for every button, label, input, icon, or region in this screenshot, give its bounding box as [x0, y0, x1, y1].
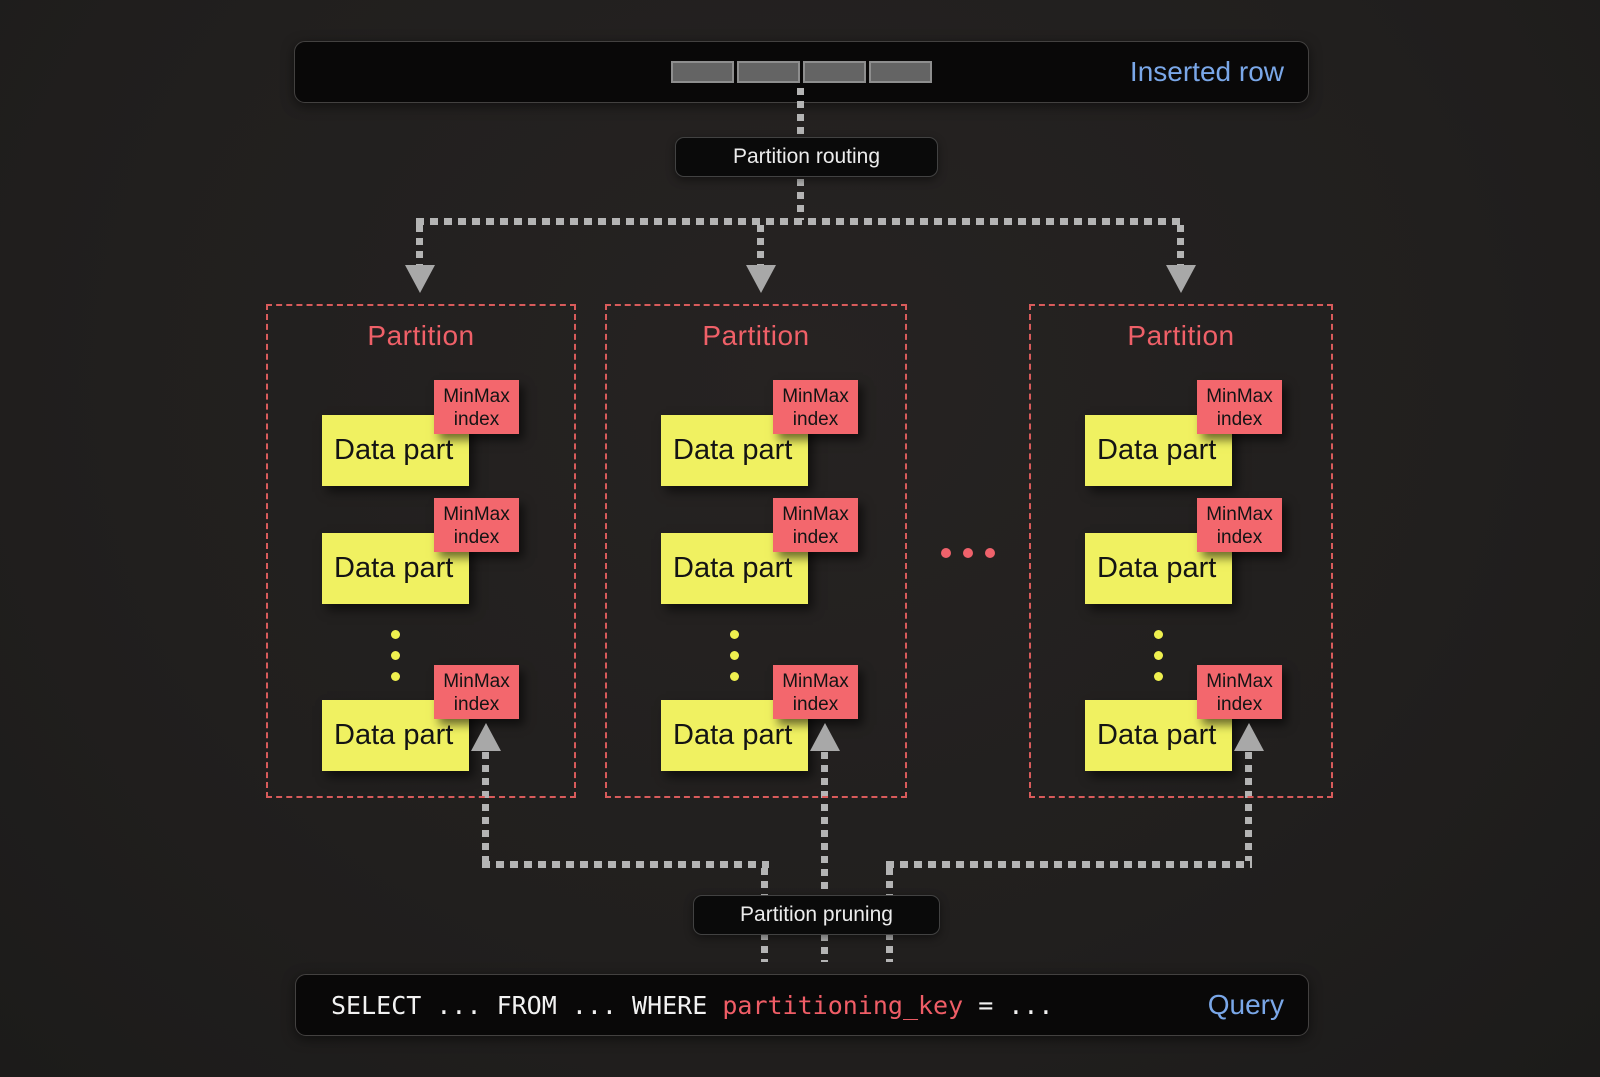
- minmax-line: MinMax: [443, 386, 510, 407]
- minmax-index-tag: MinMax index: [434, 498, 519, 552]
- pruning-line-middle: [821, 752, 828, 962]
- data-part-box: Data part: [322, 533, 469, 604]
- partition-title: Partition: [702, 320, 810, 351]
- row-cell: [869, 61, 932, 83]
- more-parts-dot: [730, 630, 739, 639]
- pruning-line-left-across: [482, 861, 769, 868]
- row-cell: [803, 61, 866, 83]
- more-parts-dot: [391, 651, 400, 660]
- more-parts-dot: [1154, 630, 1163, 639]
- partition-box-3: Partition MinMax index Data part MinMax …: [1029, 304, 1333, 798]
- row-cells: [671, 61, 932, 83]
- minmax-line: MinMax: [782, 504, 849, 525]
- minmax-line: index: [1216, 694, 1263, 715]
- query-panel: SELECT ... FROM ... WHERE partitioning_k…: [295, 974, 1309, 1036]
- arrow-down-icon: [405, 265, 435, 293]
- more-parts-dot: [391, 672, 400, 681]
- pruning-line-right-across: [886, 861, 1252, 868]
- minmax-line: index: [792, 694, 839, 715]
- inserted-row-label: Inserted row: [1129, 56, 1284, 87]
- sql-text: SELECT ... FROM ... WHERE partitioning_k…: [331, 975, 1053, 1035]
- row-cell: [671, 61, 734, 83]
- sql-prefix: SELECT ... FROM ... WHERE: [331, 990, 723, 1020]
- sql-suffix: = ...: [963, 990, 1054, 1020]
- minmax-line: index: [453, 409, 500, 430]
- ellipsis-dot: [985, 548, 995, 558]
- partition-pruning-chip: Partition pruning: [693, 895, 940, 935]
- routing-branch-line: [416, 218, 1184, 225]
- minmax-line: MinMax: [443, 504, 510, 525]
- minmax-index-tag: MinMax index: [1197, 665, 1282, 719]
- sql-partitioning-key: partitioning_key: [722, 990, 964, 1020]
- partition-routing-label: Partition routing: [732, 145, 881, 168]
- minmax-index-tag: MinMax index: [1197, 380, 1282, 434]
- minmax-index-tag: MinMax index: [773, 665, 858, 719]
- minmax-line: MinMax: [1206, 671, 1273, 692]
- inserted-row-panel: Inserted row: [294, 41, 1309, 103]
- minmax-index-tag: MinMax index: [773, 380, 858, 434]
- minmax-line: MinMax: [1206, 504, 1273, 525]
- row-cell: [737, 61, 800, 83]
- minmax-line: index: [453, 694, 500, 715]
- minmax-line: MinMax: [782, 671, 849, 692]
- pruning-line-right-up: [1245, 752, 1252, 861]
- pruning-line-left-up: [482, 752, 489, 861]
- minmax-line: index: [1216, 527, 1263, 548]
- minmax-line: MinMax: [443, 671, 510, 692]
- minmax-line: index: [1216, 409, 1263, 430]
- partition-box-1: Partition MinMax index Data part MinMax …: [266, 304, 576, 798]
- data-part-box: Data part: [1085, 415, 1232, 486]
- minmax-line: index: [453, 527, 500, 548]
- minmax-index-tag: MinMax index: [773, 498, 858, 552]
- arrow-down-icon: [1166, 265, 1196, 293]
- arrow-down-icon: [746, 265, 776, 293]
- partition-title: Partition: [1127, 320, 1235, 351]
- minmax-line: MinMax: [1206, 386, 1273, 407]
- routing-stub-line-1: [416, 225, 423, 267]
- ellipsis-dot: [963, 548, 973, 558]
- routing-stub-line-2: [757, 225, 764, 267]
- minmax-index-tag: MinMax index: [434, 380, 519, 434]
- ellipsis-dot: [941, 548, 951, 558]
- query-label: Query: [1207, 989, 1284, 1020]
- minmax-index-tag: MinMax index: [1197, 498, 1282, 552]
- more-parts-dot: [1154, 672, 1163, 681]
- partition-pruning-label: Partition pruning: [740, 903, 893, 926]
- partition-title: Partition: [367, 320, 475, 351]
- more-parts-dot: [391, 630, 400, 639]
- minmax-line: MinMax: [782, 386, 849, 407]
- minmax-line: index: [792, 409, 839, 430]
- more-parts-dot: [1154, 651, 1163, 660]
- minmax-index-tag: MinMax index: [434, 665, 519, 719]
- partition-box-2: Partition MinMax index Data part MinMax …: [605, 304, 907, 798]
- more-parts-dot: [730, 672, 739, 681]
- routing-stub-line-3: [1177, 225, 1184, 267]
- partition-routing-chip: Partition routing: [675, 137, 938, 177]
- more-parts-dot: [730, 651, 739, 660]
- minmax-line: index: [792, 527, 839, 548]
